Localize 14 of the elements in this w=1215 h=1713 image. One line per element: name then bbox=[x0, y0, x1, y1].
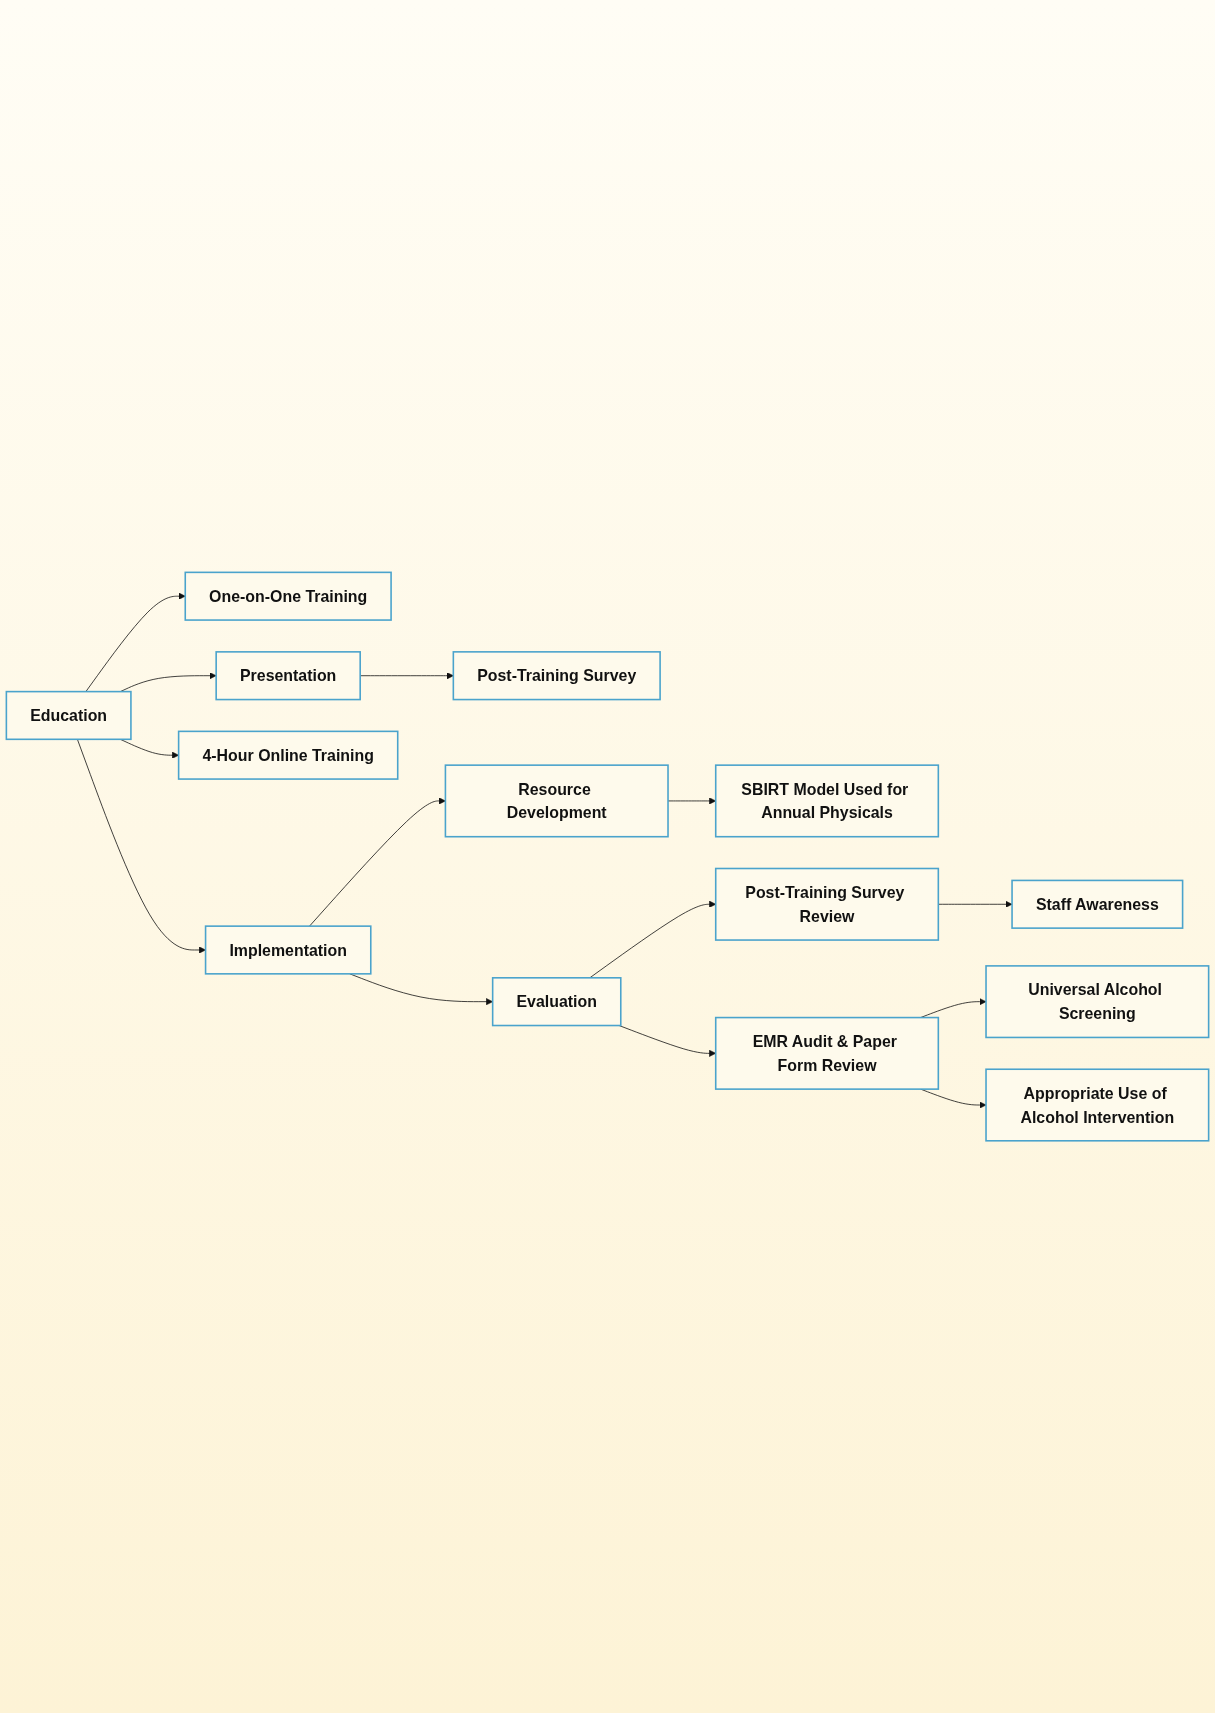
node-box: Evaluation bbox=[491, 976, 622, 1027]
node-box: Resource Development bbox=[444, 764, 669, 838]
node-box: Education bbox=[5, 690, 132, 741]
node-box: One-on-One Training bbox=[184, 571, 392, 621]
node-box: SBIRT Model Used for Annual Physicals bbox=[714, 764, 940, 838]
node-box: Presentation bbox=[215, 651, 361, 701]
node-box: Post-Training Survey Review bbox=[714, 867, 940, 941]
node-box: 4-Hour Online Training bbox=[177, 730, 399, 780]
node-box: Post-Training Survey bbox=[452, 651, 661, 701]
node-box: EMR Audit & Paper Form Review bbox=[714, 1016, 940, 1090]
node-box: Implementation bbox=[204, 925, 372, 975]
node-box: Universal Alcohol Screening bbox=[985, 965, 1210, 1039]
node-box: Appropriate Use of Alcohol Intervention bbox=[985, 1068, 1210, 1142]
node-box: Staff Awareness bbox=[1011, 879, 1184, 929]
